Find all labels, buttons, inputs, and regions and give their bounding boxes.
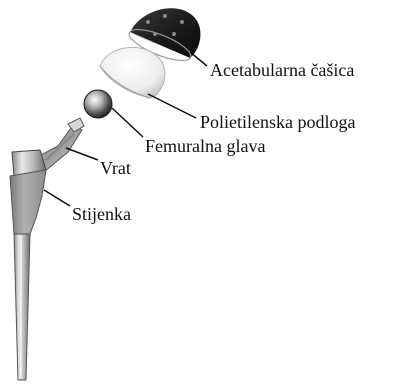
- polyethylene-liner-shape: [100, 47, 165, 98]
- stem-coating-shape: [10, 170, 46, 234]
- leader-line-cup: [190, 52, 207, 66]
- leader-line-head: [112, 108, 143, 137]
- stem-shaft-shape: [14, 234, 30, 380]
- leader-line-stem: [44, 190, 70, 206]
- label-femoral-head: Femuralna glava: [145, 136, 265, 156]
- femoral-head-shape: [84, 90, 112, 118]
- label-polyethylene-liner: Polietilenska podloga: [200, 112, 355, 132]
- label-stem: Stijenka: [72, 204, 131, 224]
- leader-line-liner: [148, 94, 196, 118]
- leader-line-neck: [66, 148, 98, 160]
- label-neck: Vrat: [100, 158, 131, 178]
- label-acetabular-cup: Acetabularna čašica: [210, 60, 354, 80]
